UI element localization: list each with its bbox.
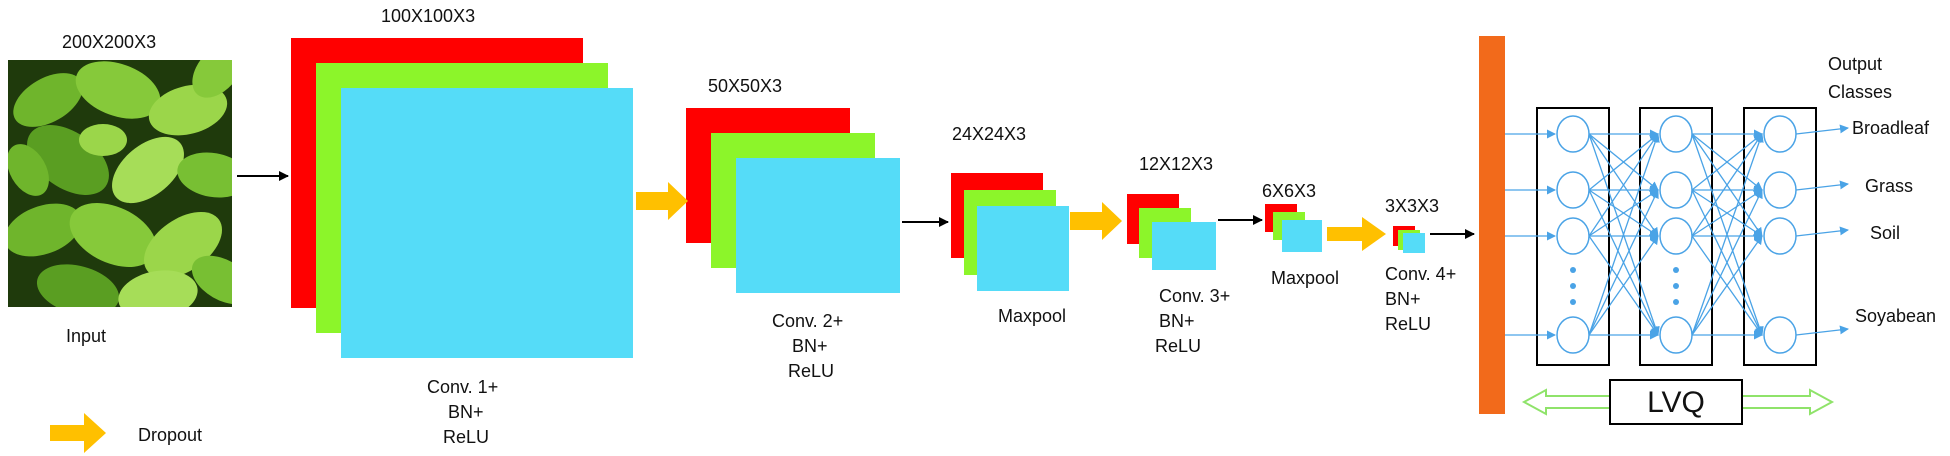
dropout-arrow-1 [636, 182, 688, 220]
network-connection [1691, 189, 1763, 237]
conv2-size-label: 50X50X3 [708, 76, 782, 96]
conv3-size-label: 12X12X3 [1139, 154, 1213, 174]
network-node [1659, 217, 1693, 255]
network-ellipsis-dot [1673, 267, 1679, 273]
network-connection [1588, 189, 1659, 237]
dropout-arrow-2 [1070, 202, 1122, 240]
conv1-size-label: 100X100X3 [381, 6, 475, 26]
conv2-label-line3: ReLU [788, 361, 834, 381]
leaf-shape [177, 152, 232, 198]
network-connection [1588, 189, 1659, 336]
network-node [1763, 115, 1797, 153]
network-node [1659, 115, 1693, 153]
network-ellipsis-dot [1570, 283, 1576, 289]
conv3-label-line2: BN+ [1159, 311, 1195, 331]
leaf-shape [13, 73, 83, 127]
leaf-shape [192, 60, 232, 98]
network-connection [1691, 133, 1763, 191]
network-connection [1588, 133, 1659, 191]
dropout-legend-arrow [50, 413, 106, 453]
conv1-feature-map-cyan [341, 88, 633, 358]
leaf-shape [36, 264, 120, 307]
leaf-shape [118, 270, 198, 307]
lvq-label-box [1609, 379, 1743, 425]
output-class-broadleaf: Broadleaf [1852, 118, 1930, 138]
pool1-label: Maxpool [998, 306, 1066, 326]
conv4-feature-map-cyan [1403, 233, 1425, 253]
network-connection [1691, 133, 1764, 336]
network-node [1659, 316, 1693, 354]
network-node [1556, 316, 1590, 354]
output-title-line2: Classes [1828, 82, 1892, 102]
conv1-label-line1: Conv. 1+ [427, 377, 498, 397]
network-node [1556, 115, 1590, 153]
output-class-grass: Grass [1865, 176, 1913, 196]
pool2-size-label: 6X6X3 [1262, 181, 1316, 201]
input-size-label: 200X200X3 [62, 32, 156, 52]
leaf-shape [75, 61, 161, 119]
network-node [1556, 171, 1590, 209]
conv3-label-line3: ReLU [1155, 336, 1201, 356]
leaf-shape [69, 203, 157, 267]
conv3-feature-map-cyan [1152, 222, 1216, 270]
conv4-label-line1: Conv. 4+ [1385, 264, 1456, 284]
network-connection [1588, 133, 1659, 237]
dropout-arrow-3 [1327, 217, 1386, 251]
pool2-feature-map-cyan [1282, 220, 1322, 252]
network-node [1763, 217, 1797, 255]
lvq-label: LVQ [1647, 386, 1705, 419]
conv4-label-line3: ReLU [1385, 314, 1431, 334]
lvq-network [1505, 107, 1849, 366]
dropout-legend-label: Dropout [138, 425, 202, 445]
conv2-label-line1: Conv. 2+ [772, 311, 843, 331]
conv4-label-line2: BN+ [1385, 289, 1421, 309]
network-connection [1691, 235, 1763, 336]
conv2-feature-map-cyan [736, 158, 900, 293]
network-connection [1588, 235, 1659, 336]
conv3-label-line1: Conv. 3+ [1159, 286, 1230, 306]
network-connection [1691, 189, 1763, 336]
conv4-size-label: 3X3X3 [1385, 196, 1439, 216]
network-connection [1691, 133, 1763, 237]
output-class-soil: Soil [1870, 223, 1900, 243]
network-node [1763, 171, 1797, 209]
conv1-label-line2: BN+ [448, 402, 484, 422]
network-node [1556, 217, 1590, 255]
network-node [1659, 171, 1693, 209]
input-leaf-image [8, 60, 232, 307]
network-output-line [1795, 180, 1849, 191]
network-ellipsis-dot [1570, 299, 1576, 305]
flatten-bar [1479, 36, 1505, 414]
pool1-size-label: 24X24X3 [952, 124, 1026, 144]
leaf-shape [8, 203, 82, 257]
network-output-line [1795, 124, 1849, 135]
network-connection [1588, 133, 1660, 336]
network-node [1763, 316, 1797, 354]
network-ellipsis-dot [1570, 267, 1576, 273]
conv2-label-line2: BN+ [792, 336, 828, 356]
network-output-line [1795, 325, 1849, 336]
pool1-feature-map-cyan [977, 206, 1069, 291]
leaf-shape [191, 255, 232, 305]
network-ellipsis-dot [1673, 299, 1679, 305]
pool2-label: Maxpool [1271, 268, 1339, 288]
output-title-line1: Output [1828, 54, 1882, 74]
leaf-shape [79, 124, 127, 156]
network-output-line [1795, 226, 1849, 237]
network-ellipsis-dot [1673, 283, 1679, 289]
input-label: Input [66, 326, 106, 346]
leaf-shape [112, 136, 184, 204]
output-class-soyabean: Soyabean [1855, 306, 1936, 326]
leaf-shape [8, 144, 49, 196]
conv1-label-line3: ReLU [443, 427, 489, 447]
